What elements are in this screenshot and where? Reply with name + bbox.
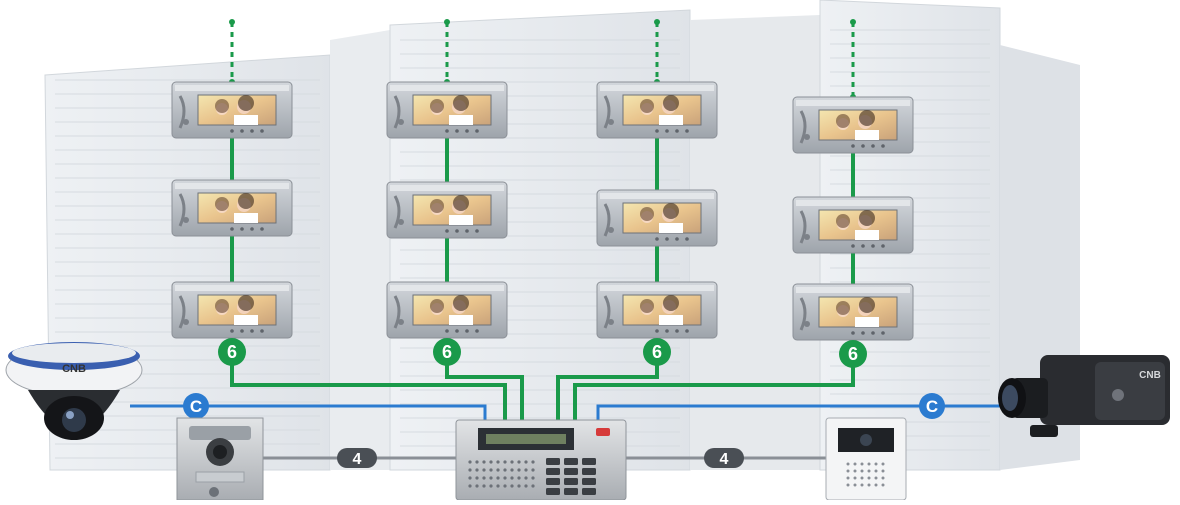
svg-text:6: 6 <box>848 344 858 364</box>
wire-badge-6-3: 6 <box>643 338 671 366</box>
svg-text:C: C <box>926 397 938 416</box>
video-monitor-icon <box>171 281 293 339</box>
cable-badges-6: 6 6 6 6 <box>218 338 867 368</box>
video-monitor-icon <box>792 196 914 254</box>
blue-cable-right <box>596 404 1005 425</box>
video-monitor-icon <box>386 81 508 139</box>
svg-text:6: 6 <box>227 342 237 362</box>
wire-badge-right: 4 <box>704 448 744 468</box>
video-monitor-icon <box>171 179 293 237</box>
video-monitor-icon <box>596 281 718 339</box>
dome-camera-icon: CNB <box>5 342 143 440</box>
door-station-icon <box>176 417 264 501</box>
monitor-grid <box>171 81 914 341</box>
coax-badge-left: C <box>183 393 209 419</box>
video-monitor-icon <box>386 281 508 339</box>
green-trunk-cable-4 <box>573 365 855 425</box>
box-camera-icon: CNB <box>998 355 1170 437</box>
svg-text:C: C <box>190 397 202 416</box>
green-trunk-cable-1 <box>230 365 507 425</box>
svg-text:4: 4 <box>353 451 362 468</box>
green-trunk-cable-3 <box>556 365 659 425</box>
wire-badge-left: 4 <box>337 448 377 468</box>
svg-text:6: 6 <box>442 342 452 362</box>
green-trunk-cable-2 <box>445 365 524 425</box>
dome-camera-brand: CNB <box>62 363 86 375</box>
wire-badge-6-2: 6 <box>433 338 461 366</box>
svg-text:6: 6 <box>652 342 662 362</box>
guard-station-icon <box>455 419 627 501</box>
coax-badge-right: C <box>919 393 945 419</box>
video-monitor-icon <box>596 189 718 247</box>
video-monitor-icon <box>171 81 293 139</box>
video-monitor-icon <box>792 283 914 341</box>
wire-badge-6-4: 6 <box>839 340 867 368</box>
svg-text:4: 4 <box>720 451 729 468</box>
video-monitor-icon <box>386 181 508 239</box>
box-camera-brand: CNB <box>1139 370 1161 381</box>
riser-lines <box>229 19 856 100</box>
lobby-panel-icon <box>825 417 907 501</box>
blue-cable-left <box>130 404 487 425</box>
video-monitor-icon <box>792 96 914 154</box>
wire-badge-6-1: 6 <box>218 338 246 366</box>
video-monitor-icon <box>596 81 718 139</box>
